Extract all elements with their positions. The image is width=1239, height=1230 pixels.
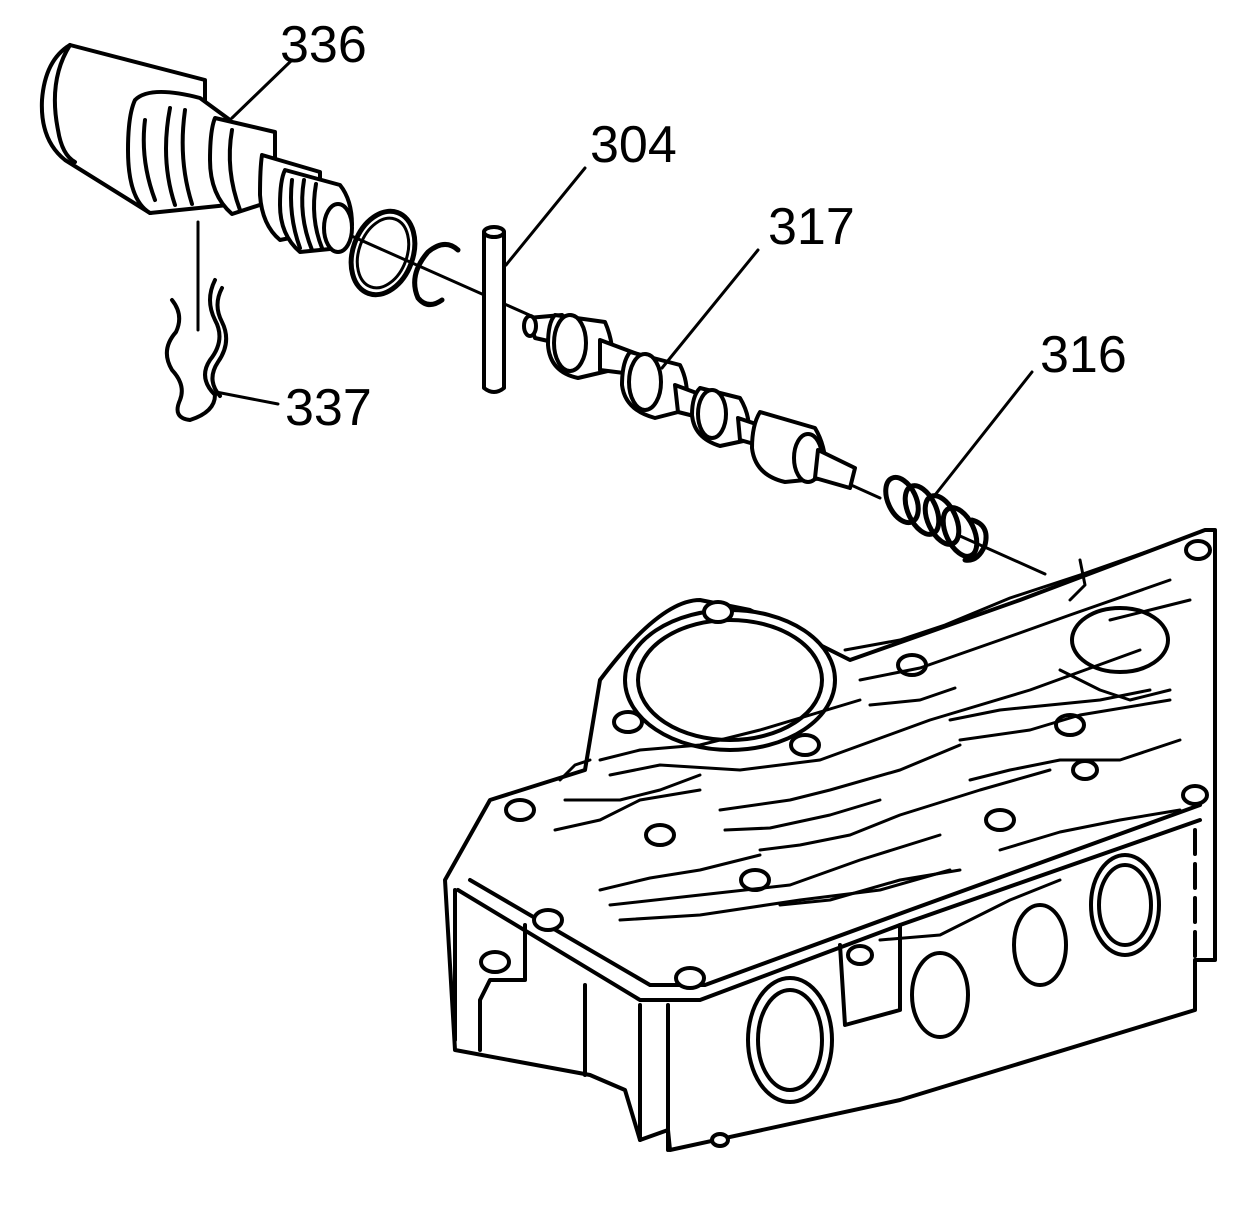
label-336: 336: [280, 16, 367, 74]
leader-317: [660, 248, 760, 370]
valve-body: [443, 528, 1217, 1152]
leader-336: [230, 58, 294, 120]
label-317: 317: [768, 198, 855, 256]
leader-337: [214, 390, 280, 406]
label-337: 337: [285, 379, 372, 437]
spring-316: [883, 474, 989, 563]
o-ring-small: [412, 242, 461, 307]
label-304: 304: [590, 116, 677, 174]
leader-316: [933, 370, 1034, 497]
valve-317: [522, 313, 857, 490]
o-ring-large: [348, 208, 418, 298]
pin-304: [482, 225, 506, 394]
solenoid-336: [39, 43, 354, 254]
leader-304: [504, 166, 587, 267]
o-rings: [348, 208, 461, 307]
retainer-clip-337: [164, 220, 229, 422]
label-316: 316: [1040, 326, 1127, 384]
